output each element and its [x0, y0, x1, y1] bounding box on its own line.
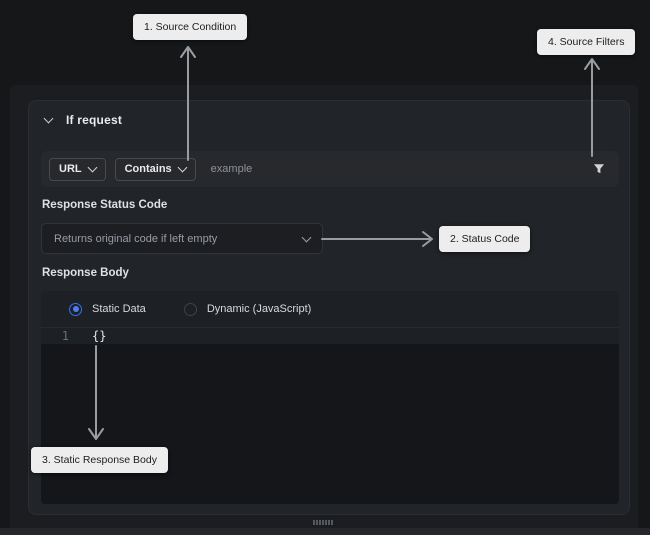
rule-editor-panel: If request URL Contains Respons	[10, 85, 638, 528]
source-filters-button[interactable]	[593, 163, 605, 175]
radio-dynamic-js[interactable]: Dynamic (JavaScript)	[183, 302, 312, 316]
source-value-input[interactable]	[208, 162, 593, 176]
radio-selected-icon[interactable]	[69, 302, 82, 316]
radio-static-data-label: Static Data	[92, 303, 146, 315]
response-body-label: Response Body	[42, 267, 129, 279]
radio-static-data[interactable]: Static Data	[69, 302, 146, 316]
response-body-panel: Static Data Dynamic (JavaScript) 1 {}	[41, 291, 619, 504]
if-request-title: If request	[66, 113, 123, 127]
drag-grip-icon[interactable]	[313, 520, 335, 525]
radio-unselected-icon[interactable]	[183, 302, 197, 316]
code-line[interactable]: 1 {}	[41, 328, 619, 344]
callout-source-condition: 1. Source Condition	[133, 14, 248, 40]
response-status-code-label: Response Status Code	[42, 199, 168, 211]
radio-dynamic-js-label: Dynamic (JavaScript)	[206, 303, 312, 315]
source-key-dropdown[interactable]: URL	[49, 157, 106, 181]
chevron-down-icon	[301, 232, 312, 242]
line-number: 1	[61, 329, 69, 343]
panel-resize-handle[interactable]	[10, 515, 638, 528]
if-request-header[interactable]: If request	[29, 101, 629, 139]
callout-static-response-body: 3. Static Response Body	[31, 447, 168, 473]
status-code-select[interactable]: Returns original code if left empty	[41, 223, 323, 254]
source-operator-label: Contains	[124, 163, 172, 175]
callout-source-filters: 4. Source Filters	[537, 29, 636, 55]
status-code-placeholder: Returns original code if left empty	[54, 232, 218, 245]
source-operator-dropdown[interactable]: Contains	[114, 157, 196, 181]
body-mode-row: Static Data Dynamic (JavaScript)	[41, 291, 619, 328]
code-content: {}	[92, 329, 107, 343]
callout-status-code: 2. Status Code	[439, 226, 531, 252]
chevron-down-icon[interactable]	[43, 113, 54, 124]
source-condition-row: URL Contains	[41, 151, 619, 187]
lower-panel-edge	[0, 528, 650, 535]
chevron-down-icon	[87, 162, 98, 173]
chevron-down-icon	[177, 162, 188, 173]
if-request-card: If request URL Contains Respons	[28, 100, 630, 515]
source-key-label: URL	[59, 163, 82, 175]
code-editor[interactable]: 1 {}	[41, 328, 619, 504]
funnel-icon	[594, 164, 604, 174]
